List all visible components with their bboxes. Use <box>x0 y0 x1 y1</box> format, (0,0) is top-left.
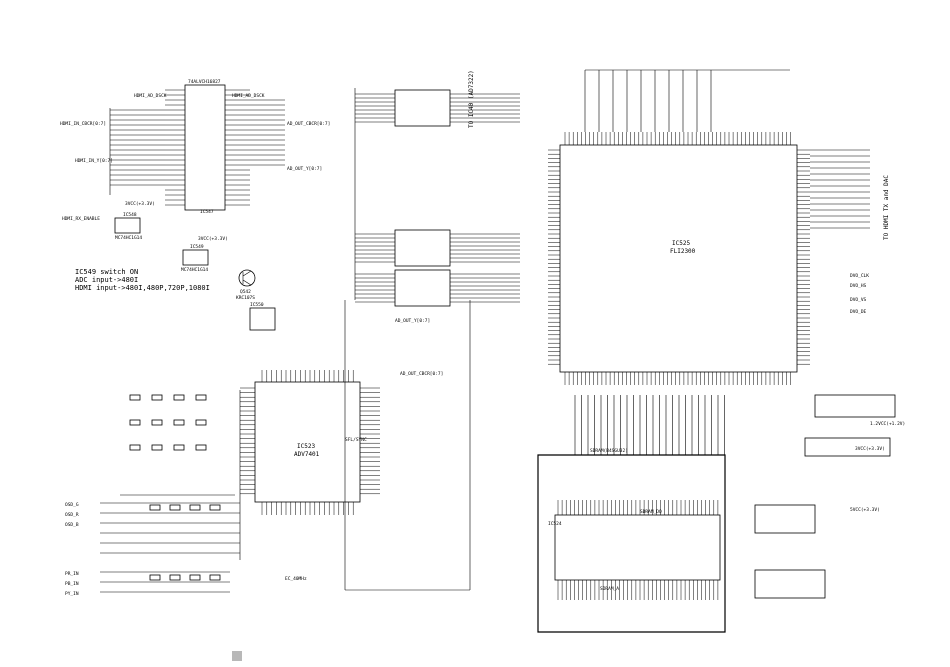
v3v3-label: 5VCC(+3.3V) <box>850 507 880 513</box>
ic549-ref: IC549 <box>190 244 204 250</box>
ic547-part: 74ALVCH16827 <box>188 79 221 85</box>
switch-note-1: IC549 switch ON <box>75 268 138 276</box>
to-ic-note: TO IC40 (AD7322) <box>468 70 475 128</box>
passive-component <box>129 444 141 451</box>
passive-component <box>189 504 201 511</box>
passive-component <box>195 419 207 426</box>
passive-component <box>173 394 185 401</box>
passive-component <box>173 419 185 426</box>
page-marker <box>232 651 242 661</box>
dvo-hs-label: DVO_HS <box>850 283 867 289</box>
dvo-clk-label: DVO_CLK <box>850 273 869 279</box>
ic523-ref: IC523 <box>297 443 315 450</box>
rv12-label: 1.2VCC(+1.2V) <box>870 421 905 427</box>
rvcc33-label-3: 3VCC(+3.3V) <box>855 446 885 452</box>
ic523-pins <box>240 370 380 515</box>
ic547-pins <box>165 89 250 206</box>
resistor-array <box>394 89 451 127</box>
schematic-wiring <box>100 390 241 593</box>
ic525-ref: IC525 <box>672 240 690 247</box>
ic549-part: MC74HC1G14 <box>181 267 208 273</box>
ic524-enclosure: SDRAM(B4SGU32) IC524 <box>537 448 726 633</box>
passive-component <box>189 574 201 581</box>
ec-mn-label: EC_40MHz <box>285 576 307 582</box>
resistor-arrays <box>344 88 520 591</box>
passive-component <box>151 394 163 401</box>
ad-out-cbcr-label-mid: AD_OUT_CBCR[0:7] <box>400 371 443 377</box>
rvcc33-label-1: 3VCC(+3.3V) <box>125 201 155 207</box>
ic523-part: ADV7401 <box>294 451 320 458</box>
passive-component <box>151 419 163 426</box>
rvcc33-label-2: 3VCC(+3.3V) <box>198 236 228 242</box>
hdmi-bus-lines <box>109 99 285 195</box>
ic523-block: IC523 ADV7401 <box>254 381 361 503</box>
osd-g-label: OSD_G <box>65 502 79 508</box>
sdram-dq-label: SDRAM_DQ <box>640 509 662 515</box>
ic549-block: MC74HC1G14 IC549 <box>181 244 209 273</box>
dvo-de-label: DVO_DE <box>850 309 867 315</box>
passive-component <box>195 444 207 451</box>
ad-out-y-label-mid: AD_OUT_Y[0:7] <box>395 318 430 324</box>
switch-note-2: ADC input->480I <box>75 276 138 284</box>
hdmi-ad-dsck-label: HDMI_AD_DSCK <box>134 93 167 99</box>
passive-component <box>151 444 163 451</box>
ic525-block: IC525 FLI2300 <box>559 144 798 373</box>
pb-in-label: PB_IN <box>65 581 79 587</box>
py-in-label: PY_IN <box>65 591 79 597</box>
resistor-array <box>394 269 451 307</box>
passive-component <box>129 394 141 401</box>
passive-component <box>149 574 161 581</box>
sfl-sync-label: SFL/SYNC <box>345 437 367 443</box>
ic548-block: MC74HC1G14 IC548 <box>114 212 142 241</box>
passive-component <box>149 504 161 511</box>
regulator-area <box>754 394 896 599</box>
ic548-ref: IC548 <box>123 212 137 218</box>
passive-component <box>129 419 141 426</box>
ad-out-cbcr-label-top: AD_OUT_CBCR[0:7] <box>287 121 330 127</box>
ic524-ref: IC524 <box>548 521 562 527</box>
hdmi-rx-enable-label: HDMI_RX_ENABLE <box>62 216 100 222</box>
ic550-block: IC550 <box>249 302 276 331</box>
q542-part: KRC107S <box>236 295 255 301</box>
passive-component <box>195 394 207 401</box>
ic550-ref: IC550 <box>250 302 264 308</box>
ic525-part: FLI2300 <box>670 248 696 255</box>
hdmi-in-y-label: HDMI_IN_Y[0:7] <box>75 158 113 164</box>
osd-b-label: OSD_B <box>65 522 79 528</box>
dvo-vs-label: DVO_VS <box>850 297 867 303</box>
passive-component <box>173 444 185 451</box>
ic547-ref: IC547 <box>200 209 214 215</box>
hdmi-ad-dsck-out-label: HDMI_AD_DSCK <box>232 93 265 99</box>
ic548-part: MC74HC1G14 <box>115 235 142 241</box>
pr-in-label: PR_IN <box>65 571 79 577</box>
passive-component <box>209 504 221 511</box>
osd-r-label: OSD_R <box>65 512 79 518</box>
switch-note-3: HDMI input->480I,480P,720P,1080I <box>75 284 210 292</box>
sdram-a-label: SDRAM_A <box>600 586 619 592</box>
q542-ref: Q542 <box>240 289 251 295</box>
ic524-pins <box>557 395 725 600</box>
to-hdmi-note: TO HDMI TX and DAC <box>883 175 890 240</box>
ic525-pins <box>548 69 870 385</box>
q542-transistor: Q542 KRC107S <box>236 269 256 301</box>
ic547-block: 74ALVCH16827 IC547 <box>184 79 226 215</box>
ic524-part: SDRAM(B4SGU32) <box>590 448 628 454</box>
passive-component <box>169 504 181 511</box>
passive-component <box>209 574 221 581</box>
resistor-array <box>394 229 451 267</box>
hdmi-in-cbcr-label: HDMI_IN_CBCR[0:7] <box>60 121 106 127</box>
ad-out-y-label-top: AD_OUT_Y[0:7] <box>287 166 322 172</box>
passive-component <box>169 574 181 581</box>
